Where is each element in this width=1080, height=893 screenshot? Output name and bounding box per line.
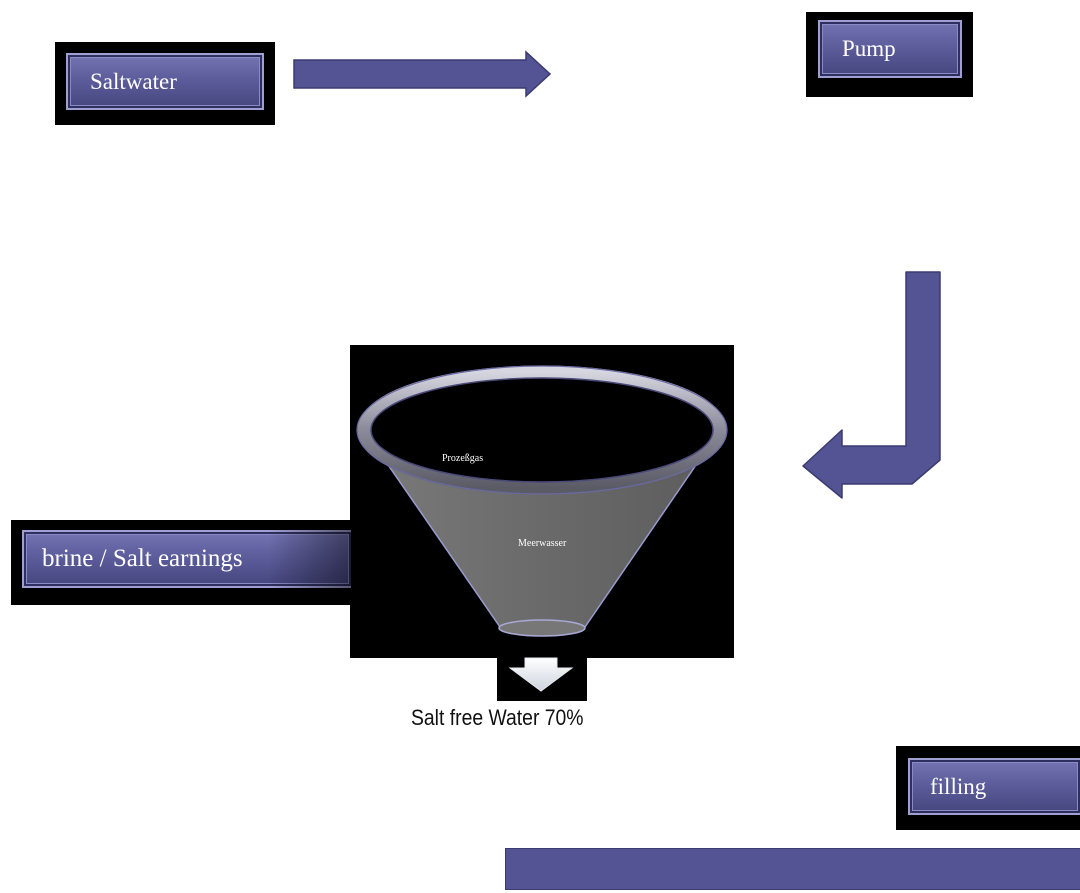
saltwater-label: Saltwater — [90, 68, 177, 94]
arrow-to-funnel — [802, 271, 941, 499]
brine-box: brine / Salt earnings — [22, 530, 351, 588]
bottom-bar — [505, 848, 1080, 890]
brine-label: brine / Salt earnings — [42, 545, 243, 572]
filling-box: filling — [908, 758, 1080, 815]
funnel-gas-label: Prozeßgas — [442, 453, 484, 464]
funnel-water-label: Meerwasser — [518, 538, 567, 549]
funnel-icon — [356, 365, 728, 637]
output-caption: Salt free Water 70% — [411, 705, 584, 730]
saltwater-box: Saltwater — [66, 53, 264, 110]
arrow-to-pump — [293, 50, 552, 98]
pump-label: Pump — [842, 36, 896, 61]
filling-label: filling — [930, 773, 987, 799]
pump-box: Pump — [818, 20, 962, 78]
down-arrow-icon — [508, 657, 574, 692]
